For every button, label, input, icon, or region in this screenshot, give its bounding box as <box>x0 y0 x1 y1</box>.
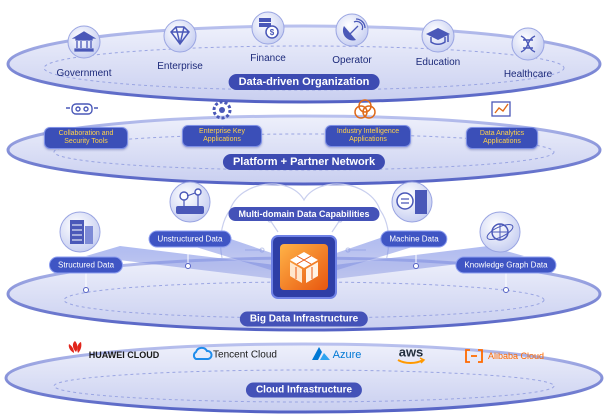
app-pill-industry-intelligence: Industry Intelligence Applications <box>325 125 411 147</box>
data-tag-structured: Structured Data <box>48 256 124 274</box>
vendor-huawei-cloud: HUAWEI CLOUD <box>88 350 160 360</box>
tencent-cloud-logo-icon <box>192 346 213 360</box>
organization-ring <box>6 24 602 104</box>
aws-logo-icon <box>397 357 426 364</box>
cloud-ring <box>4 342 604 414</box>
layer-title-platform: Platform + Partner Network <box>222 154 386 170</box>
data-tag-unstructured: Unstructured Data <box>148 230 232 248</box>
vr-headset-icon <box>66 103 98 115</box>
government-building-icon <box>67 25 101 59</box>
data-tag-machine: Machine Data <box>380 230 448 248</box>
dollar-coin-icon: $ <box>251 11 285 45</box>
layer-title-cloud: Cloud Infrastructure <box>245 382 363 398</box>
layer-title-capabilities: Multi-domain Data Capabilities <box>228 207 380 221</box>
network-nodes-icon <box>169 181 211 223</box>
globe-orbit-icon <box>479 211 521 253</box>
dna-icon <box>511 27 545 61</box>
industry-label-enterprise: Enterprise <box>157 61 203 72</box>
vendor-alibaba-cloud: Alibaba Cloud <box>487 351 545 361</box>
graduation-cap-icon <box>421 19 455 53</box>
central-data-cube-icon <box>271 235 337 299</box>
azure-logo-icon <box>312 347 330 360</box>
analytics-chart-icon <box>491 101 511 117</box>
vendor-azure: Azure <box>332 349 362 361</box>
industry-label-healthcare: Healthcare <box>503 69 553 80</box>
venn-circles-icon <box>354 99 376 119</box>
huawei-logo-icon <box>68 341 82 353</box>
vendor-tencent-cloud: Tencent Cloud <box>213 349 277 361</box>
app-pill-collaboration: Collaboration and Security Tools <box>44 127 128 149</box>
vendor-aws: aws <box>398 344 424 360</box>
svg-text:$: $ <box>270 28 275 37</box>
layer-title-organization: Data-driven Organization <box>228 74 380 90</box>
app-pill-data-analytics: Data Analytics Applications <box>466 127 538 149</box>
alibaba-logo-icon <box>465 349 483 363</box>
server-rack-icon <box>59 211 101 253</box>
industry-label-government: Government <box>56 68 112 79</box>
industry-label-finance: Finance <box>250 53 286 64</box>
layer-title-big-data: Big Data Infrastructure <box>239 311 369 327</box>
machine-head-icon <box>391 181 433 223</box>
satellite-dish-icon <box>335 13 369 47</box>
diamond-icon <box>163 19 197 53</box>
gear-icon <box>212 100 232 120</box>
industry-label-operator: Operator <box>332 55 372 66</box>
industry-label-education: Education <box>415 57 461 68</box>
app-pill-enterprise-key: Enterprise Key Applications <box>182 125 262 147</box>
platform-ring <box>6 114 602 186</box>
data-tag-knowledge-graph: Knowledge Graph Data <box>455 256 557 274</box>
